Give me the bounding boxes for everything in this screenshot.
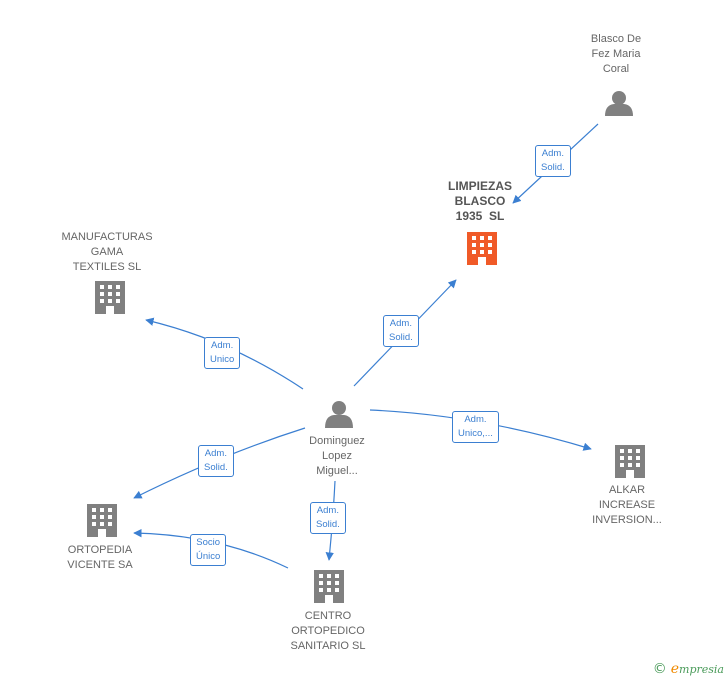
node-label-limpiezas[interactable]: LIMPIEZAS BLASCO 1935 SL — [420, 179, 540, 224]
node-label-blasco[interactable]: Blasco De Fez Maria Coral — [556, 32, 676, 77]
edge-role: Adm. — [464, 414, 487, 425]
label-line: LIMPIEZAS — [447, 179, 512, 193]
edge-label-dominguez-centro: Adm. Solid. — [310, 502, 346, 534]
brand-e: e — [670, 661, 680, 677]
building-icon[interactable] — [467, 232, 497, 265]
label-line: ALKAR — [608, 484, 646, 496]
edge-role: Unico,... — [458, 428, 493, 439]
label-line: GAMA — [90, 246, 124, 258]
building-icon[interactable] — [87, 504, 117, 537]
label-line: Coral — [602, 63, 630, 75]
building-icon[interactable] — [314, 570, 344, 603]
edge-role: Solid. — [389, 332, 413, 343]
edge-label-dominguez-alkar: Adm. Unico,... — [452, 411, 499, 443]
label-line: Blasco De — [590, 33, 642, 45]
label-line: BLASCO — [454, 194, 506, 208]
edge-role: Socio — [196, 537, 221, 548]
edge-role: Solid. — [541, 162, 565, 173]
node-label-alkar[interactable]: ALKAR INCREASE INVERSION... — [567, 483, 687, 528]
brand-name: mpresia — [679, 663, 724, 676]
edge-role: Adm. — [389, 318, 412, 329]
label-line: Miguel... — [316, 465, 358, 477]
label-line: SANITARIO SL — [290, 640, 366, 652]
edge-label-dominguez-manufacturas: Adm. Unico — [204, 337, 241, 369]
copyright-icon: © — [652, 661, 667, 677]
label-line: TEXTILES SL — [72, 261, 142, 273]
edge-role: Único — [196, 551, 221, 562]
node-label-manufacturas[interactable]: MANUFACTURAS GAMA TEXTILES SL — [47, 230, 167, 275]
edge-role: Solid. — [204, 462, 228, 473]
edge-role: Solid. — [316, 519, 340, 530]
edge-label-dominguez-ortopedia: Adm. Solid. — [198, 445, 234, 477]
building-icon[interactable] — [95, 281, 125, 314]
edge-role: Adm. — [541, 148, 564, 159]
edge-role: Unico — [210, 354, 235, 365]
edge-label-centro-ortopedia: Socio Único — [190, 534, 227, 566]
label-line: ORTOPEDICO — [291, 625, 365, 637]
label-line: MANUFACTURAS — [61, 231, 153, 243]
edge-label-dominguez-limpiezas: Adm. Solid. — [383, 315, 419, 347]
person-icon[interactable] — [325, 401, 353, 428]
label-line: 1935 SL — [455, 209, 505, 223]
label-line: INCREASE — [598, 499, 656, 511]
edge-role: Adm. — [211, 340, 234, 351]
label-line: Fez Maria — [591, 48, 641, 60]
brand-logo[interactable]: ©empresia — [653, 661, 724, 677]
label-line: INVERSION... — [592, 514, 662, 526]
label-line: CENTRO — [304, 610, 352, 622]
edge-label-blasco-limpiezas: Adm. Solid. — [535, 145, 571, 177]
node-label-centro[interactable]: CENTRO ORTOPEDICO SANITARIO SL — [268, 609, 388, 654]
edge-role: Adm. — [316, 505, 339, 516]
edge-role: Adm. — [204, 448, 227, 459]
person-icon[interactable] — [605, 91, 633, 116]
label-line: VICENTE SA — [67, 559, 133, 571]
building-icon[interactable] — [615, 445, 645, 478]
label-line: Lopez — [322, 450, 352, 462]
label-line: ORTOPEDIA — [67, 544, 133, 556]
label-line: Dominguez — [309, 435, 365, 447]
node-label-dominguez[interactable]: Dominguez Lopez Miguel... — [277, 434, 397, 479]
node-label-ortopedia[interactable]: ORTOPEDIA VICENTE SA — [40, 543, 160, 573]
